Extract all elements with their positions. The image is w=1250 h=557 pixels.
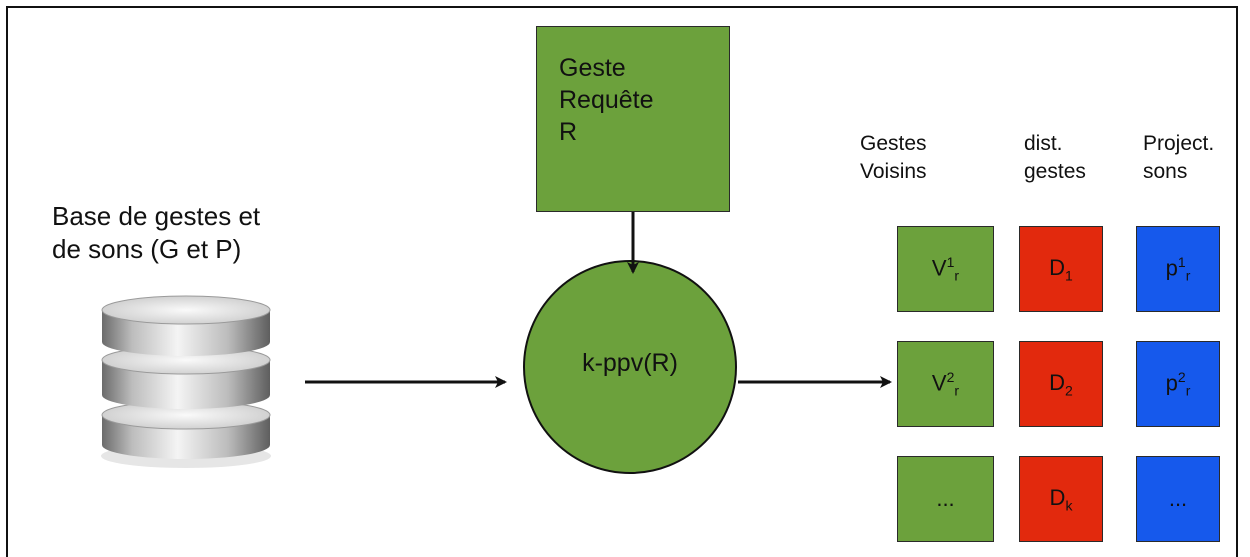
query-box: Geste Requête R — [536, 26, 730, 212]
database-label-line1: Base de gestes et — [52, 201, 261, 231]
distance-cell-1: D1 — [1019, 226, 1103, 312]
query-line3: R — [559, 117, 578, 146]
query-line1: Geste — [559, 54, 626, 82]
projection-cell-2: p2r — [1136, 341, 1220, 427]
database-label-line2: de sons (G et P) — [52, 233, 242, 264]
distance-cell-k: Dk — [1019, 456, 1103, 542]
neighbor-cell-2: V2r — [897, 341, 994, 427]
column-header-neighbors: Gestes Voisins — [860, 132, 927, 184]
knn-label: k-ppv(R) — [582, 349, 678, 377]
diagram-frame — [6, 6, 1238, 557]
neighbor-cell-k: ... — [897, 456, 994, 542]
column-header-projections: Project. sons — [1143, 132, 1215, 184]
projection-cell-1: p1r — [1136, 226, 1220, 312]
neighbor-cell-1: V1r — [897, 226, 994, 312]
database-label: Base de gestes et de sons (G et P) — [52, 200, 260, 266]
distance-cell-2: D2 — [1019, 341, 1103, 427]
database-cylinder-icon — [101, 295, 271, 468]
projection-cell-k: ... — [1136, 456, 1220, 542]
query-line2: Requête — [559, 85, 654, 114]
column-header-distances: dist. gestes — [1024, 132, 1086, 184]
knn-node — [523, 260, 737, 474]
